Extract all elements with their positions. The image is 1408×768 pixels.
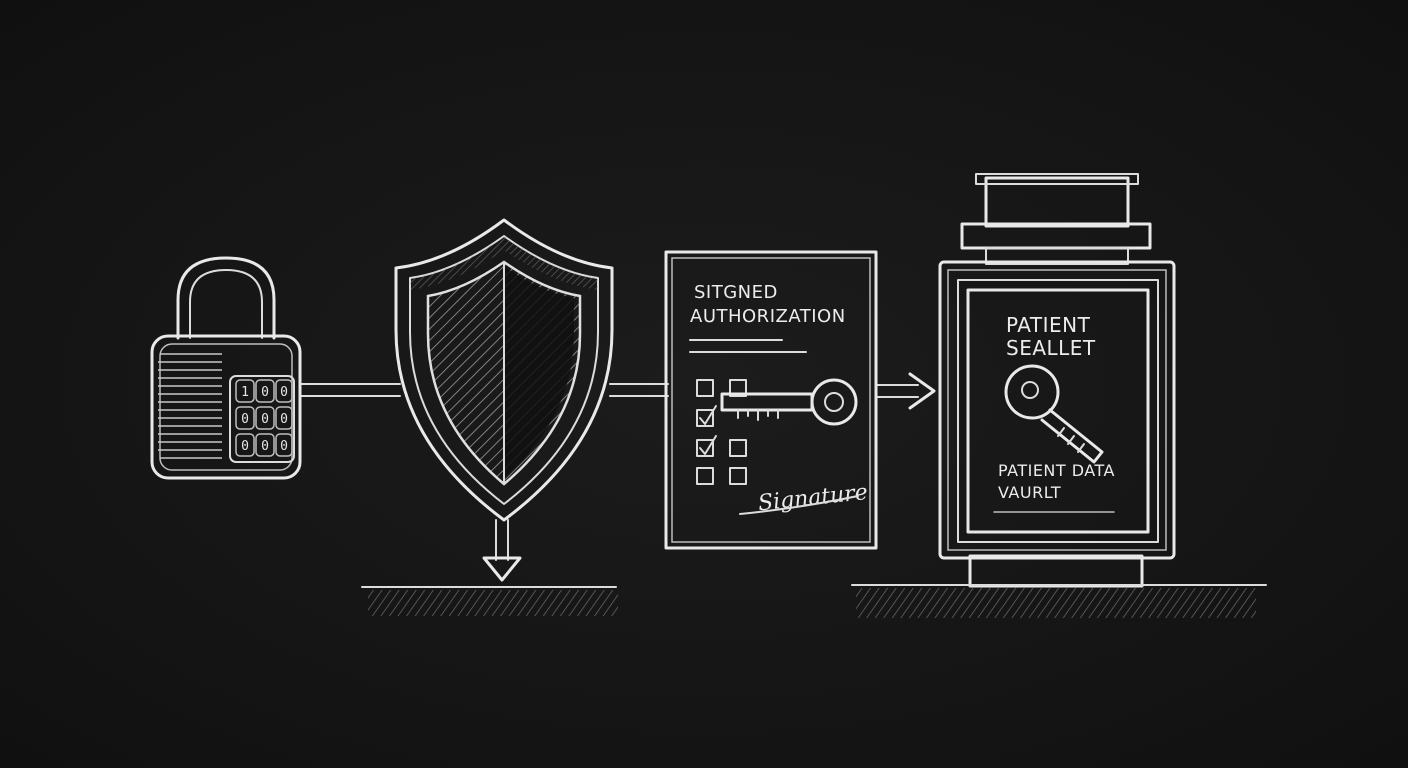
checkmark-icon bbox=[699, 405, 717, 425]
document-title-line2: AUTHORIZATION bbox=[690, 306, 846, 327]
shield-icon bbox=[394, 218, 614, 522]
connector-lock-to-shield bbox=[299, 383, 401, 397]
key-icon bbox=[1004, 364, 1104, 464]
dial-digit: 0 bbox=[280, 412, 288, 427]
vault-subtitle-line2: VAURLT bbox=[998, 483, 1061, 502]
dial-digit: 0 bbox=[280, 385, 288, 400]
document-title-line1: SITGNED bbox=[694, 282, 778, 303]
arrow-document-to-vault bbox=[875, 372, 936, 410]
patient-data-vault: PATIENT SEALLET PATIENT DATA VAURLT bbox=[938, 173, 1176, 588]
padlock-icon: 1 0 0 0 0 0 0 0 0 bbox=[150, 256, 302, 480]
dial-digit: 0 bbox=[261, 385, 269, 400]
checkbox bbox=[696, 467, 714, 485]
dial-digit: 0 bbox=[261, 439, 269, 454]
signed-authorization-document: SITGNED AUTHORIZATION Signature bbox=[664, 250, 878, 550]
vault-subtitle-line1: PATIENT DATA bbox=[998, 461, 1115, 480]
vault-title-line2: SEALLET bbox=[1006, 336, 1096, 360]
dial-digit: 0 bbox=[241, 439, 249, 454]
dial-digit: 0 bbox=[261, 412, 269, 427]
dial-digit: 0 bbox=[280, 439, 288, 454]
vault-title-line1: PATIENT bbox=[1006, 313, 1091, 337]
dial-digit: 1 bbox=[241, 385, 249, 400]
arrow-down-icon bbox=[482, 519, 522, 582]
ground-right bbox=[851, 584, 1267, 618]
ground-left bbox=[361, 586, 618, 616]
checkbox bbox=[696, 439, 714, 457]
checkbox-list bbox=[696, 379, 747, 485]
combination-dial: 1 0 0 0 0 0 0 0 0 bbox=[229, 375, 295, 463]
connector-shield-to-document bbox=[609, 383, 669, 397]
checkbox bbox=[696, 379, 714, 397]
checkbox bbox=[696, 409, 714, 427]
checkmark-icon bbox=[699, 435, 717, 455]
key-icon bbox=[720, 378, 858, 426]
dial-digit: 0 bbox=[241, 412, 249, 427]
